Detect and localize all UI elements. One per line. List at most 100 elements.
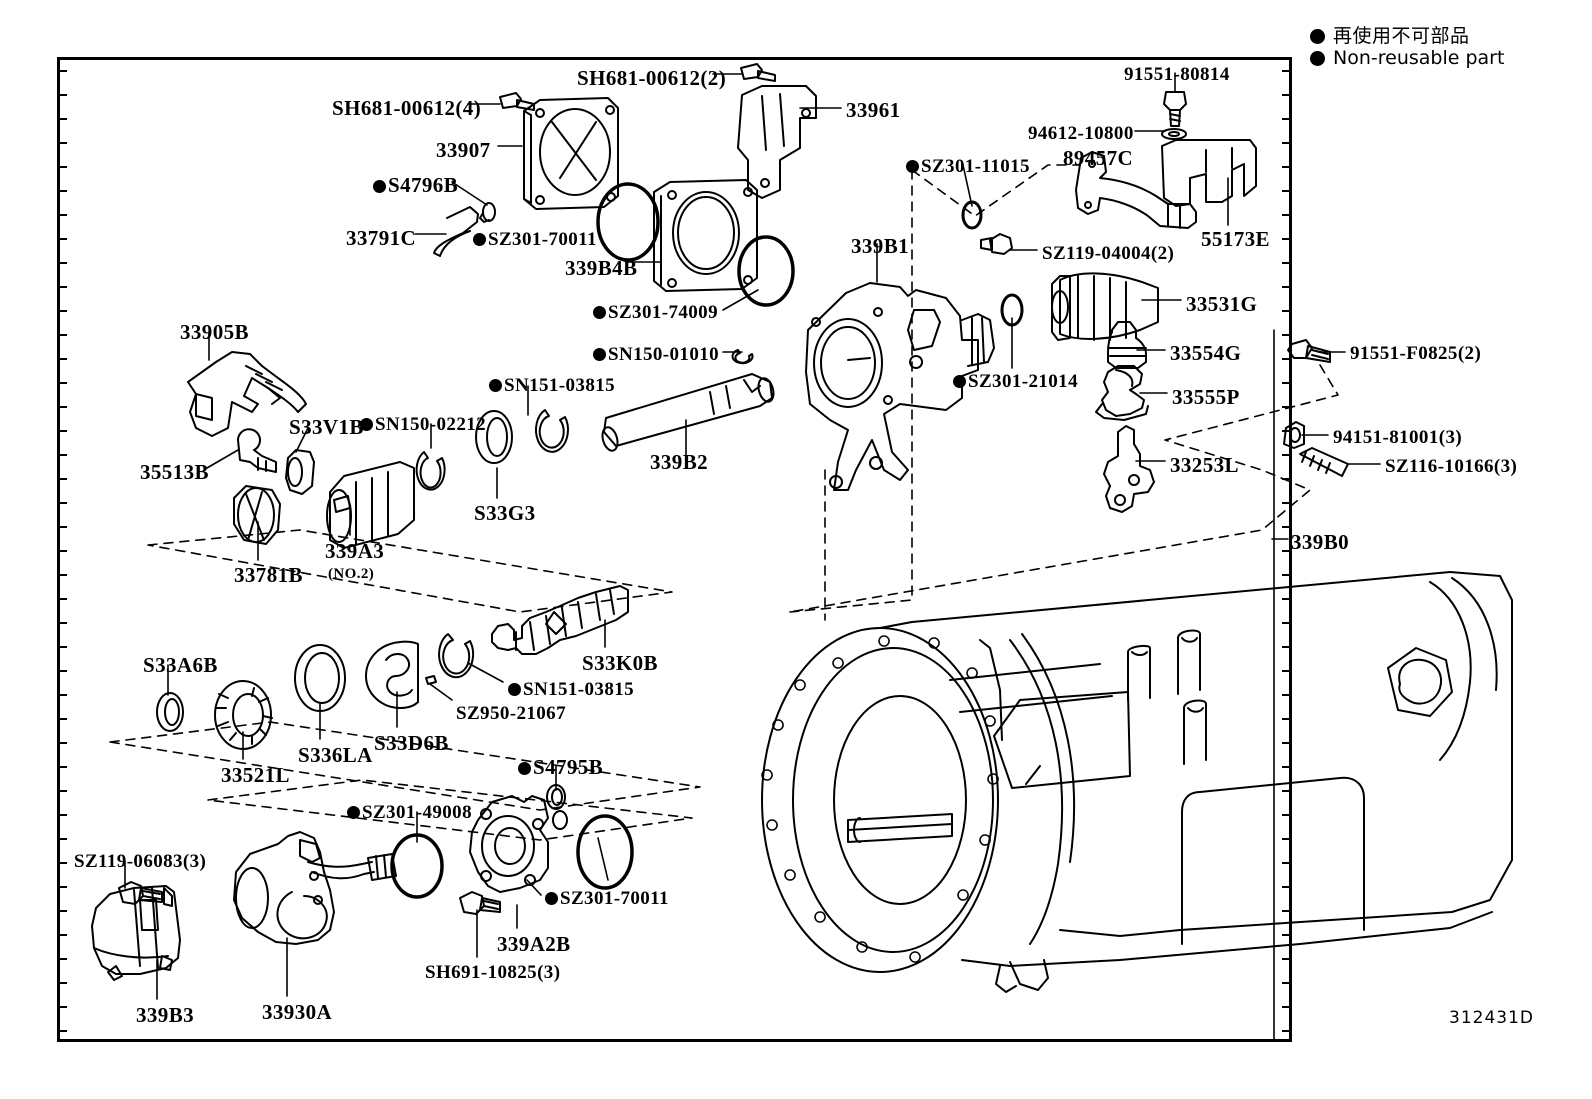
frame-tick [1282,310,1290,312]
frame-tick [1282,814,1290,816]
frame-tick [59,574,67,576]
part-number-text: SZ119-04004(2) [1042,243,1175,264]
diagram-frame [57,57,1292,1042]
part-label-91551-f0825: 91551-F0825(2) [1350,344,1481,363]
part-number-text: 35513B [140,460,209,484]
part-number-text: SH681-00612(4) [332,96,482,120]
part-label-sz301-11015: SZ301-11015 [906,157,1030,176]
frame-tick [1282,934,1290,936]
part-label-33781b: 33781B [234,565,303,586]
frame-tick [59,286,67,288]
frame-tick [1282,502,1290,504]
part-label-sz119-04004: SZ119-04004(2) [1042,244,1174,263]
part-label-94612-10800: 94612-10800 [1028,124,1134,143]
non-reusable-marker-icon [545,892,558,905]
part-label-33253l: 33253L [1170,455,1239,476]
frame-tick [1282,382,1290,384]
frame-tick [1282,334,1290,336]
part-number-text: SZ116-10166(3) [1385,456,1518,477]
frame-tick [59,598,67,600]
non-reusable-marker-icon [1310,51,1325,67]
frame-tick [1282,70,1290,72]
frame-tick [1282,238,1290,240]
part-number-text: SN150-01010 [608,344,720,365]
frame-tick [1282,526,1290,528]
frame-tick [1282,982,1290,984]
frame-tick [59,454,67,456]
frame-tick [59,982,67,984]
part-label-339a3-no2: (NO.2) [328,567,374,582]
part-label-sn151-03815-a: SN151-03815 [489,376,615,395]
non-reusable-marker-icon [593,306,606,319]
part-number-text: S33G3 [474,501,536,525]
frame-tick [59,430,67,432]
part-label-89457c: 89457C [1063,148,1133,169]
frame-tick [59,310,67,312]
frame-tick [59,814,67,816]
part-number-text: 339B0 [1291,530,1350,554]
part-number-text: 94612-10800 [1028,123,1134,144]
frame-tick [1282,838,1290,840]
legend-text-japanese: 再使用不可部品 [1333,25,1470,47]
frame-tick [59,550,67,552]
part-number-text: S336LA [298,743,373,767]
frame-tick [59,1030,67,1032]
part-label-339b2: 339B2 [650,452,708,473]
frame-tick [59,238,67,240]
part-number-text: 339B3 [136,1003,195,1027]
frame-tick [1282,958,1290,960]
frame-tick [1282,886,1290,888]
part-number-text: 33555P [1172,385,1240,409]
part-label-sh691-10825: SH691-10825(3) [425,963,560,982]
part-label-s33g3: S33G3 [474,503,536,524]
frame-tick [59,766,67,768]
part-number-text: 33930A [262,1000,333,1024]
frame-tick [1282,190,1290,192]
part-number-text: S33K0B [582,651,658,675]
non-reusable-marker-icon [347,806,360,819]
frame-tick [1282,718,1290,720]
frame-tick [59,718,67,720]
part-label-33791c: 33791C [346,228,416,249]
frame-tick [59,862,67,864]
frame-tick [59,1006,67,1008]
part-number-text: S33D6B [374,731,449,755]
frame-tick [59,646,67,648]
part-label-sz301-74009: SZ301-74009 [593,303,718,322]
frame-tick [59,214,67,216]
part-label-94151-81001: 94151-81001(3) [1333,428,1462,447]
frame-tick [59,742,67,744]
part-number-text: SZ950-21067 [456,703,566,724]
part-number-text: 33905B [180,320,249,344]
non-reusable-marker-icon [906,160,919,173]
frame-tick [1282,694,1290,696]
part-number-text: 33791C [346,226,417,250]
part-label-s33k0b: S33K0B [582,653,658,674]
part-number-text: SZ119-06083(3) [74,851,207,872]
frame-tick [1282,142,1290,144]
part-number-text: 91551-F0825(2) [1350,343,1482,364]
frame-tick [59,166,67,168]
part-number-text: S4796B [388,173,459,197]
frame-tick [1282,358,1290,360]
part-number-text: 33907 [436,138,491,162]
part-label-339b3: 339B3 [136,1005,194,1026]
part-number-text: S33V1B [289,415,364,439]
frame-tick [59,334,67,336]
part-label-339b1: 339B1 [851,236,909,257]
part-label-sz950-21067: SZ950-21067 [456,704,566,723]
part-number-text: SZ301-70011 [488,229,597,250]
non-reusable-marker-icon [489,379,502,392]
frame-tick [59,358,67,360]
part-number-text: 33531G [1186,292,1258,316]
part-label-s33a6b: S33A6B [143,655,218,676]
part-number-text: 33554G [1170,341,1242,365]
part-number-text: 339B2 [650,450,709,474]
part-number-text: 89457C [1063,146,1134,170]
frame-tick [59,70,67,72]
non-reusable-marker-icon [518,762,531,775]
frame-tick [1282,214,1290,216]
part-label-91551-80814: 91551-80814 [1124,65,1230,84]
frame-tick [59,190,67,192]
part-label-339b4b: 339B4B [565,258,637,279]
